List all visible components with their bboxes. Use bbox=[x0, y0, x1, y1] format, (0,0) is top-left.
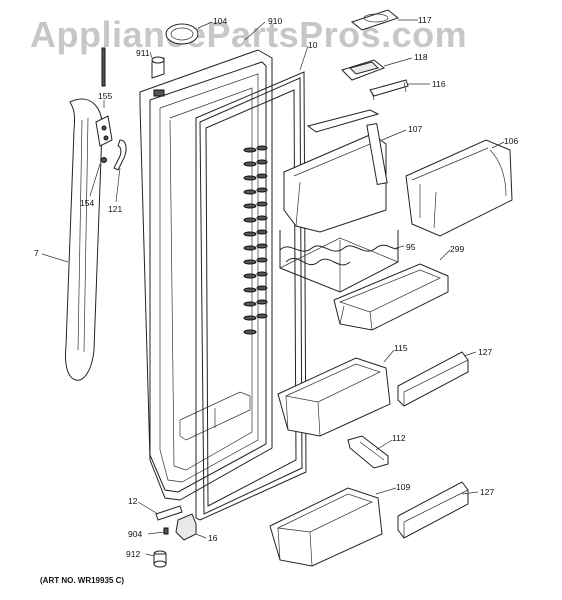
callout-127-upper: 127 bbox=[478, 347, 492, 357]
wire-rack bbox=[279, 230, 399, 293]
bin-109 bbox=[269, 487, 383, 567]
callout-104: 104 bbox=[213, 16, 227, 26]
handle-hardware bbox=[95, 47, 127, 171]
door-handle bbox=[65, 98, 103, 381]
callout-299: 299 bbox=[450, 244, 464, 254]
callout-121: 121 bbox=[108, 204, 122, 214]
panel-127b bbox=[397, 481, 469, 539]
part-112 bbox=[347, 435, 389, 469]
dairy-bin-107 bbox=[283, 109, 388, 233]
hinge-top bbox=[151, 23, 199, 97]
callout-106: 106 bbox=[504, 136, 518, 146]
callout-127-lower: 127 bbox=[480, 487, 494, 497]
callout-904: 904 bbox=[128, 529, 142, 539]
door-gasket bbox=[195, 71, 307, 521]
callout-112: 112 bbox=[392, 433, 406, 443]
callout-12: 12 bbox=[128, 496, 138, 506]
callout-109: 109 bbox=[396, 482, 410, 492]
art-number: (ART NO. WR19935 C) bbox=[40, 576, 125, 585]
callout-115: 115 bbox=[394, 343, 408, 353]
liner-shelf-bumps bbox=[243, 145, 268, 335]
callout-7: 7 bbox=[34, 248, 39, 258]
callout-155: 155 bbox=[98, 91, 112, 101]
callout-107: 107 bbox=[408, 124, 422, 134]
callout-118: 118 bbox=[414, 52, 428, 62]
callout-16: 16 bbox=[208, 533, 218, 543]
dairy-door-parts bbox=[341, 9, 409, 101]
door-shell bbox=[139, 49, 273, 501]
callout-116: 116 bbox=[432, 79, 446, 89]
bin-106 bbox=[405, 139, 513, 237]
callout-10: 10 bbox=[308, 40, 318, 50]
shelf-299 bbox=[333, 263, 449, 331]
callout-95: 95 bbox=[406, 242, 416, 252]
callout-117: 117 bbox=[418, 15, 432, 25]
callout-910: 910 bbox=[268, 16, 282, 26]
hinge-bottom bbox=[153, 505, 197, 568]
callout-912: 912 bbox=[126, 549, 140, 559]
callout-154: 154 bbox=[80, 198, 94, 208]
callout-911: 911 bbox=[136, 48, 150, 58]
callouts: 104 910 911 10 117 118 116 155 107 106 1… bbox=[34, 15, 518, 559]
panel-127a bbox=[397, 351, 469, 407]
leader-lines bbox=[41, 19, 505, 557]
bin-115 bbox=[277, 357, 391, 437]
